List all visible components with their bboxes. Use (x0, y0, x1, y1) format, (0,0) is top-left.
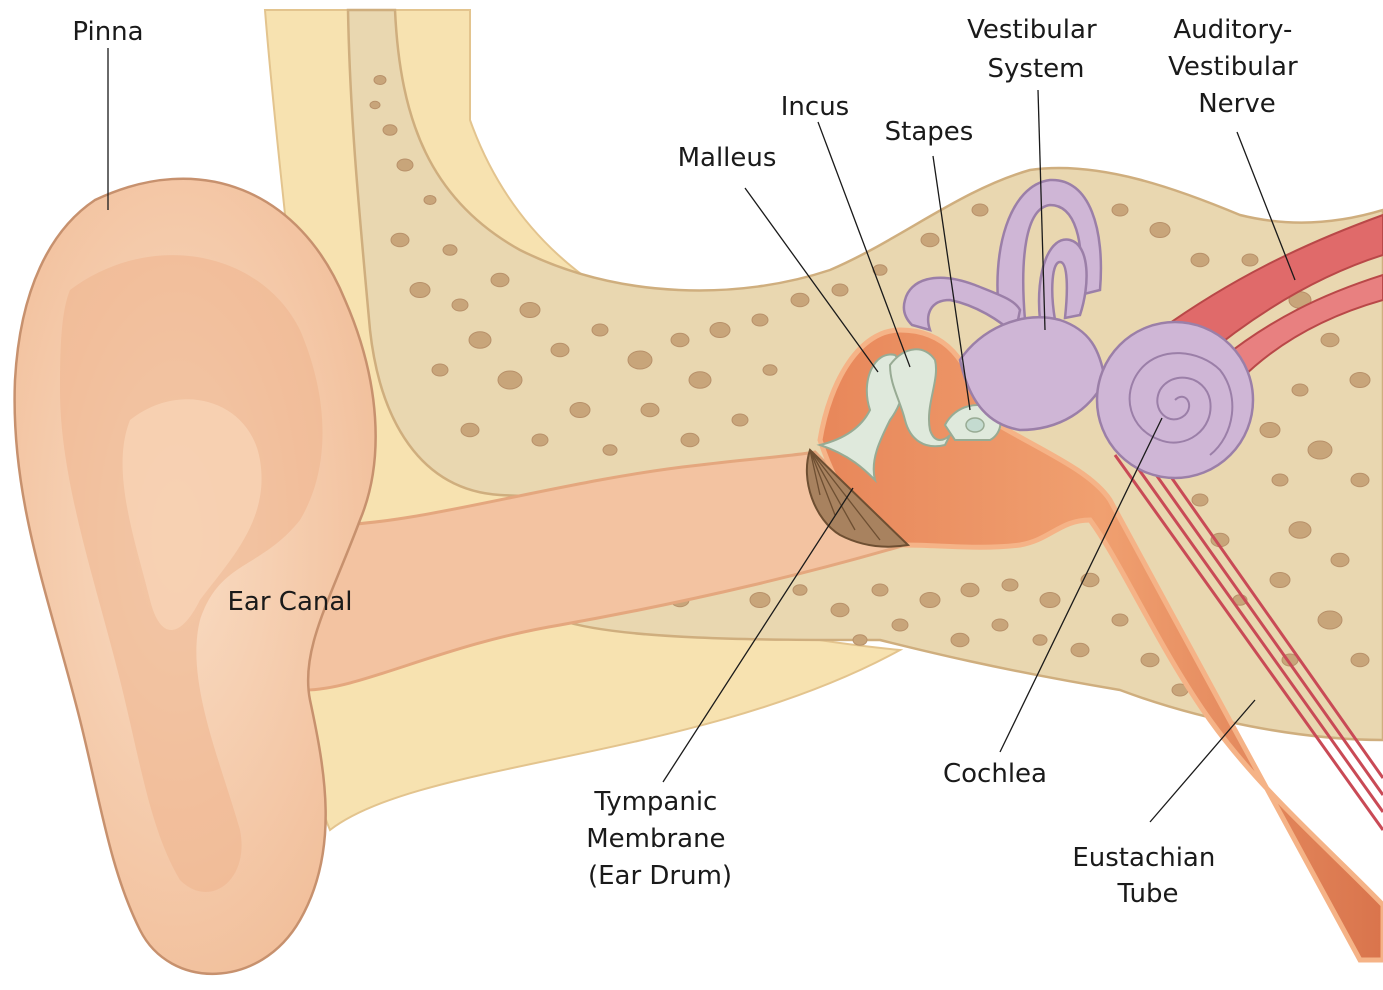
bone-cavity (461, 423, 479, 437)
bone-cavity (1272, 474, 1288, 486)
bone-cavity (1242, 254, 1258, 266)
bone-cavity (1289, 522, 1311, 539)
bone-cavity (432, 364, 448, 376)
label-tympanic-line-2: Membrane (586, 824, 725, 854)
label-tympanic-line-1: Tympanic (593, 787, 717, 817)
bone-cavity (831, 603, 849, 617)
bone-cavity (793, 585, 807, 596)
bone-cavity (1318, 611, 1342, 629)
bone-cavity (892, 619, 908, 631)
bone-cavity (641, 403, 659, 417)
bone-cavity (710, 323, 730, 338)
bone-cavity (498, 371, 522, 389)
label-cochlea: Cochlea (943, 759, 1047, 789)
bone-cavity (1141, 653, 1159, 667)
bone-cavity (853, 635, 867, 646)
bone-cavity (491, 273, 509, 287)
bone-cavity (1112, 204, 1128, 216)
bone-cavity (469, 332, 491, 349)
bone-cavity (1033, 635, 1047, 646)
bone-cavity (921, 233, 939, 247)
bone-cavity (689, 372, 711, 389)
bone-cavity (961, 583, 979, 597)
bone-cavity (671, 333, 689, 347)
label-ear-canal: Ear Canal (227, 587, 352, 617)
bone-cavity (374, 76, 386, 85)
label-tympanic-line-3: (Ear Drum) (588, 861, 732, 891)
bone-cavity (1331, 553, 1349, 567)
label-auditory-vestibular-nerve: Auditory- Vestibular Nerve (1168, 15, 1306, 119)
bone-cavity (1260, 423, 1280, 438)
bone-cavity (570, 403, 590, 418)
bone-cavity (1002, 579, 1018, 591)
bone-cavity (681, 433, 699, 447)
label-stapes: Stapes (885, 117, 974, 147)
bone-cavity (1270, 573, 1290, 588)
label-vestibular-system: Vestibular System (967, 15, 1105, 84)
bone-cavity (752, 314, 768, 326)
stapes-footplate (966, 418, 984, 432)
bone-cavity (1351, 653, 1369, 667)
bone-cavity (1192, 494, 1208, 506)
bone-cavity (370, 101, 380, 109)
bone-cavity (397, 159, 413, 171)
bone-cavity (383, 125, 397, 136)
bone-cavity (520, 303, 540, 318)
bone-cavity (832, 284, 848, 296)
label-eustachian-line-2: Tube (1117, 879, 1179, 909)
bone-cavity (410, 283, 430, 298)
label-nerve-line-2: Vestibular (1168, 52, 1298, 82)
bone-cavity (791, 293, 809, 307)
bone-cavity (1308, 441, 1332, 459)
label-malleus: Malleus (678, 143, 777, 173)
label-incus: Incus (781, 92, 849, 122)
bone-cavity (1292, 384, 1308, 396)
bone-cavity (551, 343, 569, 357)
bone-cavity (592, 324, 608, 336)
bone-cavity (1150, 223, 1170, 238)
label-pinna: Pinna (72, 17, 143, 47)
label-eustachian-line-1: Eustachian (1072, 843, 1215, 873)
cochlea-shape (1097, 322, 1253, 478)
label-vestibular-line-2: System (988, 54, 1085, 84)
bone-cavity (763, 365, 777, 376)
bone-cavity (532, 434, 548, 446)
bone-cavity (1321, 333, 1339, 347)
bone-cavity (424, 196, 436, 205)
bone-cavity (452, 299, 468, 311)
bone-cavity (750, 593, 770, 608)
label-vestibular-line-1: Vestibular (967, 15, 1097, 45)
bone-cavity (1112, 614, 1128, 626)
bone-cavity (628, 351, 652, 369)
bone-cavity (951, 633, 969, 647)
bone-cavity (732, 414, 748, 426)
label-nerve-line-1: Auditory- (1173, 15, 1292, 45)
bone-cavity (443, 245, 457, 256)
label-nerve-line-3: Nerve (1198, 89, 1276, 119)
bone-cavity (920, 593, 940, 608)
bone-cavity (1040, 593, 1060, 608)
bone-cavity (972, 204, 988, 216)
label-tympanic-membrane: Tympanic Membrane (Ear Drum) (586, 787, 734, 891)
bone-cavity (1350, 373, 1370, 388)
bone-cavity (1071, 643, 1089, 657)
bone-cavity (992, 619, 1008, 631)
bone-cavity (603, 445, 617, 456)
bone-cavity (391, 233, 409, 247)
bone-cavity (1351, 473, 1369, 487)
bone-cavity (872, 584, 888, 596)
label-eustachian-tube: Eustachian Tube (1072, 843, 1223, 909)
bone-cavity (1191, 253, 1209, 267)
